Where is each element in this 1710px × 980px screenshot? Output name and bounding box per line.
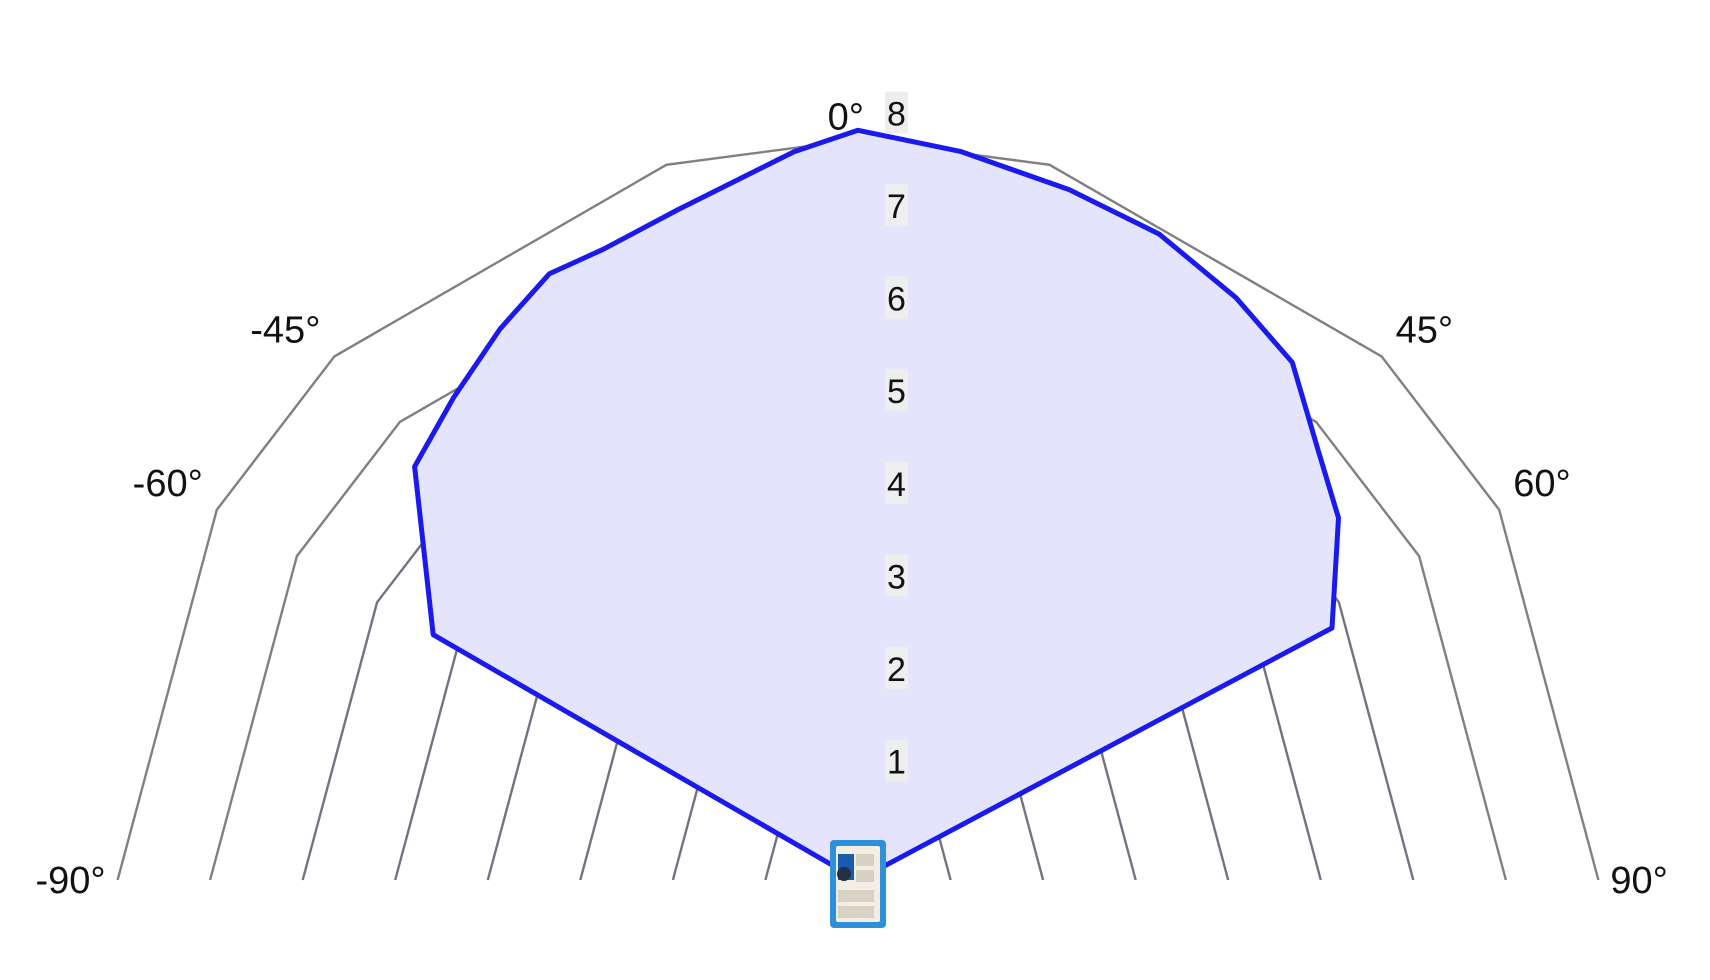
angle-label-90: 90° [1610, 860, 1667, 902]
ring-label-bg-3 [885, 554, 908, 597]
angle-label-45: 45° [1396, 309, 1453, 351]
sensor-pad-3 [838, 890, 856, 902]
sensor-pad-1 [856, 854, 874, 866]
sensor-pad-5 [838, 906, 856, 918]
ring-label-bg-8 [885, 91, 908, 134]
angle-label-neg90: -90° [35, 860, 105, 902]
ring-labels: 1 2 3 4 5 6 7 8 [885, 91, 908, 782]
ring-label-8: 8 [887, 96, 906, 134]
sensor-pad-6 [856, 906, 874, 918]
angle-label-0: 0° [828, 97, 864, 139]
angle-label-60: 60° [1513, 463, 1570, 505]
sensor-pad-2 [856, 870, 874, 882]
angle-label-neg45: -45° [250, 309, 320, 351]
ring-label-6: 6 [887, 281, 906, 319]
ring-label-3: 3 [887, 558, 906, 596]
series-area-1 [412, 127, 1341, 883]
ring-label-5: 5 [887, 373, 906, 411]
ring-label-bg-1 [885, 739, 908, 782]
ring-label-bg-6 [885, 276, 908, 319]
sensor-component [837, 867, 851, 881]
ring-label-4: 4 [887, 466, 906, 504]
angle-labels: -90° -60° -45° 0° 45° 60° 90° [35, 97, 1667, 902]
ring-label-7: 7 [887, 188, 906, 226]
ring-label-bg-4 [885, 461, 908, 504]
ring-label-bg-7 [885, 184, 908, 227]
sensor-board-icon [830, 840, 886, 928]
series-layer [412, 127, 1341, 883]
sensor-pad-4 [856, 890, 874, 902]
ring-label-bg-2 [885, 646, 908, 689]
ring-label-bg-5 [885, 369, 908, 412]
ring-label-2: 2 [887, 651, 906, 689]
ring-label-1: 1 [887, 743, 906, 781]
angle-label-neg60: -60° [133, 463, 203, 505]
